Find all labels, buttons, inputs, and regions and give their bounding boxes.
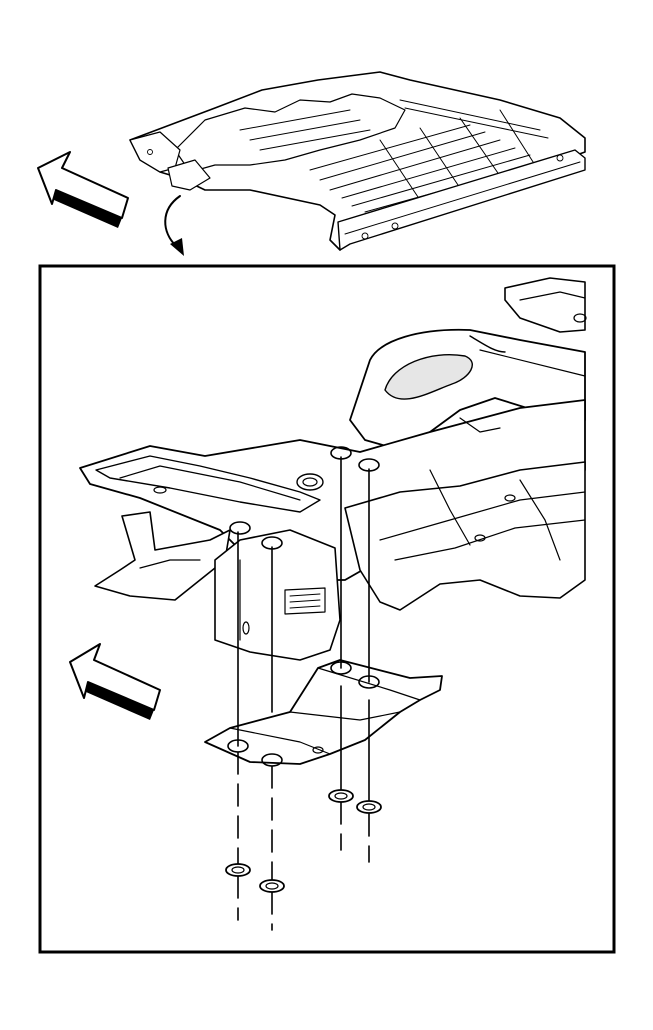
zoom-callout-arrow-icon bbox=[164, 195, 184, 256]
front-direction-arrow-icon bbox=[37, 151, 129, 228]
vehicle-frame-overview bbox=[129, 71, 586, 251]
front-direction-arrow-icon bbox=[69, 643, 161, 720]
mount-hole bbox=[229, 521, 251, 535]
fastener-nut bbox=[225, 863, 251, 877]
transfer-case-shield bbox=[204, 659, 443, 765]
detail-view bbox=[79, 277, 587, 661]
fasteners bbox=[225, 446, 382, 931]
fastener-nut bbox=[356, 800, 382, 814]
fastener-nut bbox=[259, 879, 285, 893]
fastener-nut bbox=[328, 789, 354, 803]
detail-view-frame bbox=[38, 264, 616, 954]
